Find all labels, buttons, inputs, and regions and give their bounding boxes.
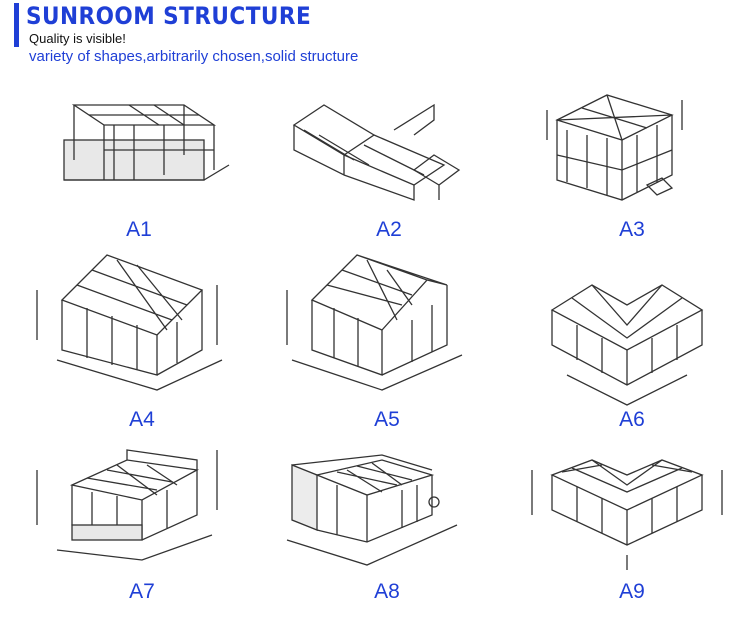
sunroom-lean-to-wall-icon <box>36 449 218 561</box>
grid-item: A3 <box>507 60 750 260</box>
sunroom-lean-to-icon <box>36 254 223 391</box>
sunroom-gable-icon <box>286 254 463 391</box>
tagline: Quality is visible! <box>29 31 126 46</box>
sunroom-long-gable-icon <box>292 103 461 201</box>
item-label: A6 <box>619 408 645 431</box>
item-label: A3 <box>619 218 645 241</box>
item-label: A4 <box>129 408 155 431</box>
item-label: A9 <box>619 580 645 603</box>
grid-item: A6 <box>507 250 750 450</box>
grid-item: A5 <box>262 250 512 450</box>
title-accent-bar <box>14 3 19 47</box>
grid-item: A7 <box>17 430 267 630</box>
item-label: A7 <box>129 580 155 603</box>
sunroom-l-shape-flat-icon <box>531 459 723 570</box>
item-label: A2 <box>376 218 402 241</box>
grid-item: A4 <box>17 250 267 450</box>
sunroom-pavilion-icon <box>546 94 683 201</box>
page-title: SUNROOM STRUCTURE <box>26 2 312 30</box>
grid-item: A2 <box>264 60 514 260</box>
grid-item: A1 <box>14 60 264 260</box>
sunroom-l-shape-hip-icon <box>550 284 704 406</box>
item-label: A5 <box>374 408 400 431</box>
grid-item: A9 <box>507 430 750 630</box>
sunroom-corner-wall-icon <box>286 454 458 566</box>
grid-item: A8 <box>262 430 512 630</box>
sunroom-flat-roof-icon <box>63 104 230 181</box>
item-label: A1 <box>126 218 152 241</box>
description: variety of shapes,arbitrarily chosen,sol… <box>29 48 359 65</box>
item-label: A8 <box>374 580 400 603</box>
